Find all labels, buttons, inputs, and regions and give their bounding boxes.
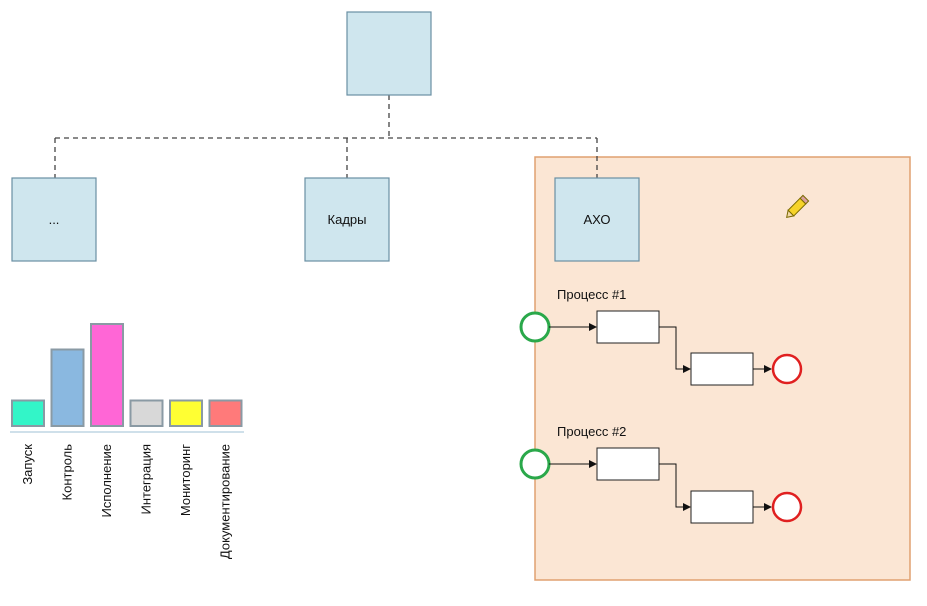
org-unit-label-kadry: Кадры (328, 212, 367, 227)
chart-category-label: Контроль (60, 444, 75, 501)
start-event[interactable] (519, 311, 551, 343)
chart-bar (208, 399, 243, 427)
org-connectors (54, 95, 598, 178)
chart-bar (50, 348, 85, 427)
chart-bar (11, 399, 45, 427)
org-unit-box-axo[interactable] (554, 177, 640, 262)
process-title: Процесс #2 (557, 424, 626, 439)
chart-category-label: Исполнение (99, 444, 114, 518)
org-unit-box[interactable] (11, 177, 97, 262)
sequence-flow (659, 463, 691, 511)
process-title: Процесс #1 (557, 287, 626, 302)
chart-bar (169, 399, 203, 427)
chart-category-label: Документирование (218, 444, 233, 559)
task-box[interactable] (596, 447, 660, 481)
chart-bar (90, 323, 124, 427)
bar-chart: Запуск Контроль Исполнение Интеграция Монито… (10, 323, 244, 559)
sequence-flow (659, 326, 691, 373)
chart-category-label: Запуск (20, 444, 35, 485)
org-unit-label-axo: АХО (583, 212, 610, 227)
task-box[interactable] (690, 490, 754, 524)
chart-category-label: Интеграция (139, 444, 154, 515)
org-unit-box-kadry[interactable] (304, 177, 390, 262)
pencil-icon[interactable] (784, 194, 810, 220)
end-event[interactable] (771, 353, 803, 385)
org-unit-label: ... (49, 212, 60, 227)
task-box[interactable] (596, 310, 660, 344)
chart-bar (129, 399, 164, 427)
chart-category-label: Мониторинг (178, 444, 193, 516)
org-root-box[interactable] (346, 11, 432, 96)
start-event[interactable] (519, 448, 551, 480)
task-box[interactable] (690, 352, 754, 386)
end-event[interactable] (771, 491, 803, 523)
